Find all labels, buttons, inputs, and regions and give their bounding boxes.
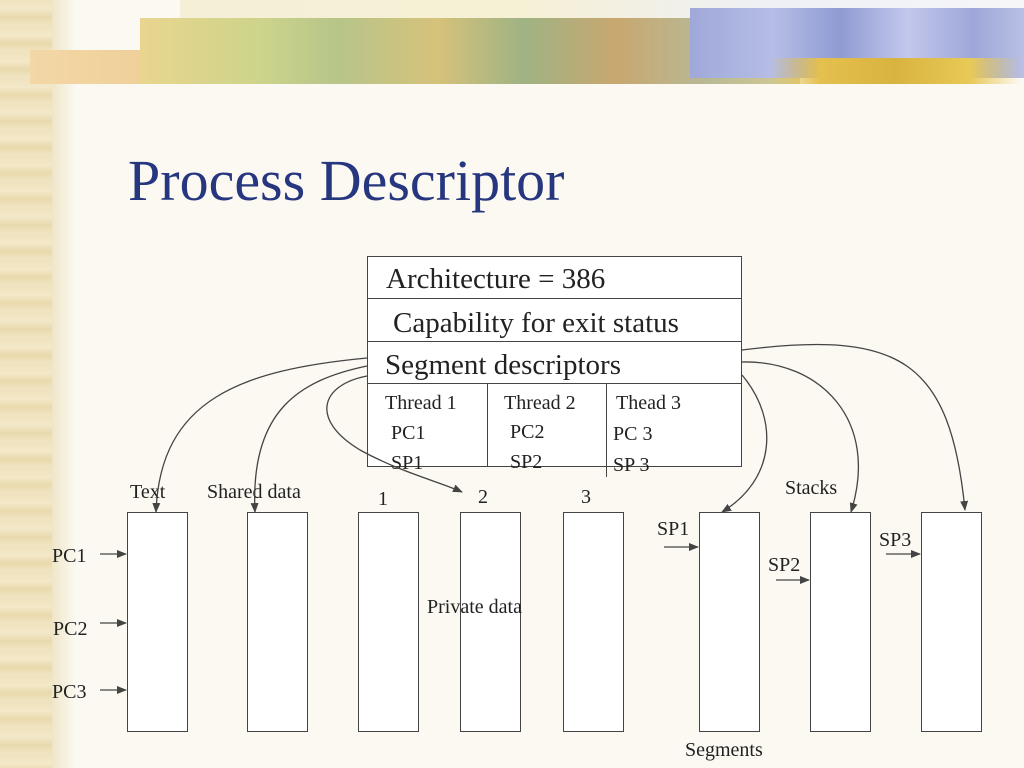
thread-2-name: Thread 2	[504, 392, 576, 414]
row-divider	[368, 383, 741, 384]
private-3-label: 3	[581, 486, 591, 508]
thread-3-sp: SP 3	[613, 454, 650, 476]
thread-column-divider	[606, 383, 607, 477]
banner-left-band	[30, 50, 160, 84]
private-data-segment-2	[460, 512, 521, 732]
text-segment	[127, 512, 188, 732]
thread-3-name: Thead 3	[616, 392, 681, 414]
thread-1-pc: PC1	[391, 422, 426, 444]
sp2-label: SP2	[768, 554, 801, 576]
segment-descriptors-row: Segment descriptors	[385, 349, 621, 381]
slide-title: Process Descriptor	[128, 148, 565, 213]
decorative-banner	[30, 0, 1024, 90]
stack-3-arrow	[741, 343, 969, 511]
private-data-label: Private data	[427, 596, 522, 618]
banner-gold-band	[770, 58, 1020, 84]
pc3-label: PC3	[52, 681, 87, 703]
sp1-label: SP1	[657, 518, 690, 540]
private-data-segment-3	[563, 512, 624, 732]
private-data-segment-1	[358, 512, 419, 732]
private-2-label: 2	[478, 486, 488, 508]
capability-row: Capability for exit status	[393, 307, 679, 339]
thread-2-sp: SP2	[510, 451, 543, 473]
process-descriptor-table: Architecture = 386 Capability for exit s…	[367, 256, 742, 477]
row-divider	[368, 341, 741, 342]
private-1-label: 1	[378, 488, 388, 510]
text-label: Text	[130, 481, 166, 503]
thread-1-name: Thread 1	[385, 392, 457, 414]
segments-label: Segments	[685, 739, 763, 761]
row-divider	[368, 298, 741, 299]
decorative-left-strip	[0, 0, 76, 768]
architecture-row: Architecture = 386	[386, 263, 606, 295]
thread-3-pc: PC 3	[613, 423, 653, 445]
sp3-label: SP3	[879, 529, 912, 551]
pc2-label: PC2	[53, 618, 88, 640]
thread-2-pc: PC2	[510, 421, 545, 443]
stack-segment-1	[699, 512, 760, 732]
thread-column-divider	[487, 383, 488, 467]
stacks-label: Stacks	[785, 477, 838, 499]
thread-1-sp: SP1	[391, 452, 424, 474]
stack-segment-3	[921, 512, 982, 732]
shared-data-label: Shared data	[207, 481, 301, 503]
shared-data-segment	[247, 512, 308, 732]
stack-segment-2	[810, 512, 871, 732]
pc1-label: PC1	[52, 545, 87, 567]
